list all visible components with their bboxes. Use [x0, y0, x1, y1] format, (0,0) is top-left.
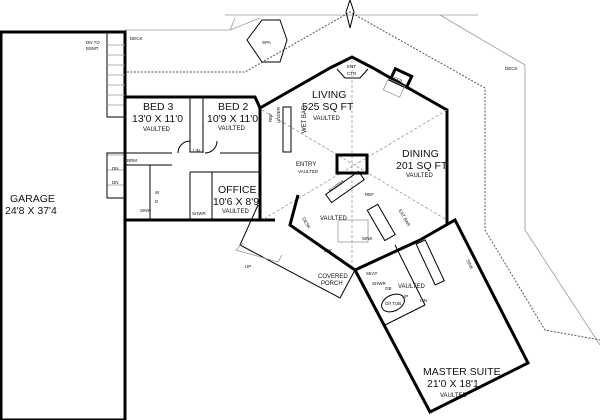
bed2-note: VAULTED — [218, 126, 245, 132]
garage-name: GARAGE — [10, 193, 55, 205]
ent-ctr-label: ENT — [347, 64, 356, 69]
deck-label: DECK — [130, 36, 143, 41]
compass-icon — [345, 0, 355, 29]
master-wing-walls — [353, 217, 531, 414]
master-suite-size: 21'0 X 18'1 — [427, 378, 479, 390]
wet-bar-ref-label: REF — [268, 113, 273, 122]
stairs-dn-label: DN — [112, 180, 119, 185]
covered-porch-outline — [235, 204, 356, 299]
deck-outline — [125, 11, 600, 346]
office-name: OFFICE — [218, 184, 257, 196]
office-note: VAULTED — [222, 209, 249, 215]
master-tub-label: O/I TUB — [385, 301, 401, 306]
under-label: UNDER — [276, 106, 281, 123]
kitchen-note: VAULTED — [320, 216, 347, 222]
living-size: 525 SQ FT — [302, 101, 354, 113]
master-suite-note: VAULTED — [440, 393, 467, 399]
bed3-size: 13'0 X 11'0 — [132, 113, 183, 125]
bedroom-wing-walls — [123, 95, 275, 222]
entry-name: ENTRY — [296, 162, 316, 168]
master-seat-label: SEAT — [366, 271, 378, 276]
master-linen-label: LIN — [420, 298, 427, 303]
master-bath-note: VAULTED — [398, 284, 425, 290]
stairs-label: BSMT — [86, 46, 99, 51]
garage-size: 24'8 X 37'4 — [5, 205, 57, 217]
master-shower-label: SHWR — [372, 281, 386, 286]
wet-bar-label: WET BAR — [302, 105, 308, 133]
linen-label: LIN — [193, 148, 200, 153]
living-note: VAULTED — [313, 116, 340, 122]
fireplace-label: GFP — [393, 76, 404, 84]
ent-ctr-label: CTR — [347, 71, 357, 76]
stairs-dn-label: DN — [112, 166, 119, 171]
garage-walls — [0, 30, 127, 420]
kitchen-walls — [288, 170, 421, 272]
master-suite-name: MASTER SUITE — [423, 366, 501, 378]
master-up-label: UP — [402, 294, 408, 299]
master-sink-label: SINK — [465, 258, 474, 270]
covered-porch-label: PORCH — [321, 281, 343, 287]
desk-label: DESK — [301, 217, 311, 230]
washer-label: W — [155, 190, 160, 195]
dryer-label: D — [155, 199, 159, 204]
stairs-label: DN TO — [86, 40, 100, 45]
dining-size: 201 SQ FT — [396, 160, 448, 172]
bed3-name: BED 3 — [143, 101, 174, 113]
great-room-walls — [258, 55, 449, 270]
entry-note: VAULTED — [298, 169, 319, 174]
dw-label: DW — [324, 248, 332, 253]
sink-label: SINK — [140, 208, 151, 213]
pantry-label: PANTRY — [328, 179, 345, 193]
covered-porch-label: COVERED — [318, 274, 348, 280]
spa-shape — [246, 19, 288, 63]
shower-label: SHWR — [192, 211, 206, 216]
bed2-name: BED 2 — [218, 101, 249, 113]
bed3-note: VAULTED — [143, 127, 170, 133]
eat-bar-label: EAT BAR — [398, 208, 412, 227]
living-name: LIVING — [312, 89, 346, 101]
spa-label: SPA — [262, 40, 271, 45]
office-size: 10'6 X 8'9 — [213, 196, 259, 208]
dining-note: VAULTED — [406, 173, 433, 179]
porch-up-label: UP — [245, 264, 251, 269]
bed2-size: 10'9 X 11'0 — [207, 113, 258, 125]
brm-label: BRM — [127, 158, 137, 163]
kitchen-ref-label: REF — [365, 192, 374, 197]
sink-label: SINK — [362, 236, 373, 241]
deck-label: DECK — [505, 66, 518, 71]
master-gb-label: GB — [385, 286, 392, 291]
dining-name: DINING — [402, 148, 439, 160]
